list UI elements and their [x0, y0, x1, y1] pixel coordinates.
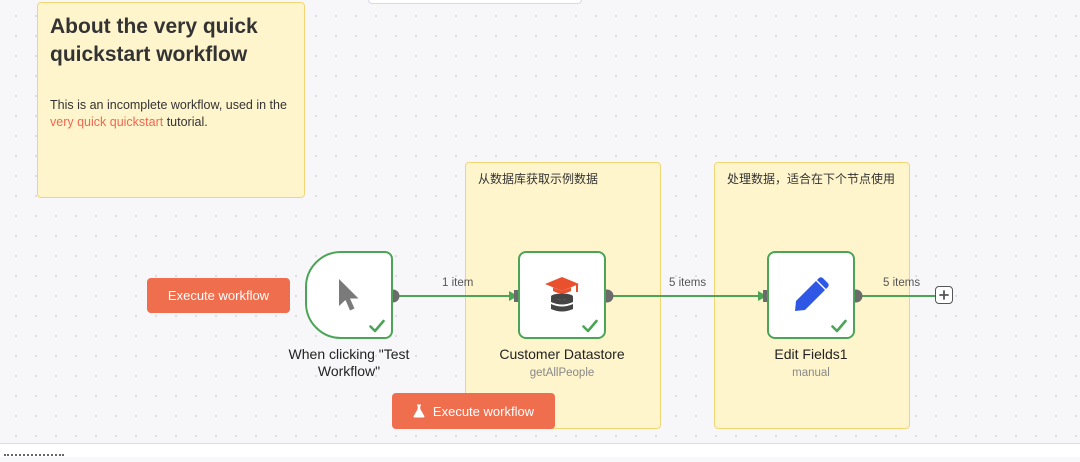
sticky-text-before: This is an incomplete workflow, used in … — [50, 98, 287, 112]
edge-label-2: 5 items — [669, 277, 707, 289]
bottom-panel — [0, 443, 1080, 457]
node-label-datastore: Customer Datastore — [499, 346, 625, 362]
sticky-note-about[interactable]: About the very quick quickstart workflow… — [37, 2, 305, 198]
node-subtitle-datastore: getAllPeople — [529, 367, 595, 379]
input-handle-edit — [763, 290, 768, 302]
input-handle-datastore — [514, 290, 519, 302]
sticky-note-text: This is an incomplete workflow, used in … — [50, 97, 292, 131]
sticky-note-edit-text: 处理数据，适合在下个节点使用 — [727, 172, 896, 186]
sticky-text-after: tutorial. — [163, 115, 208, 129]
sticky-note-datastore-text: 从数据库获取示例数据 — [478, 172, 599, 186]
bottom-panel-handle[interactable] — [4, 454, 64, 462]
edge-arrow-2 — [758, 291, 767, 301]
node-subtitle-edit: manual — [792, 367, 830, 379]
node-edit-fields[interactable] — [767, 251, 855, 339]
cursor-icon — [339, 279, 359, 311]
execute-workflow-button[interactable]: Execute workflow — [147, 278, 290, 313]
database-icon — [545, 277, 579, 312]
check-icon — [582, 319, 598, 333]
flask-icon — [413, 404, 425, 418]
edge-label-3: 5 items — [883, 277, 921, 289]
edge-label-1: 1 item — [442, 277, 474, 289]
node-customer-datastore[interactable] — [518, 251, 606, 339]
edge-arrow-1 — [509, 291, 518, 301]
node-label-edit: Edit Fields1 — [774, 346, 848, 362]
node-manual-trigger[interactable] — [305, 251, 393, 339]
node-label-trigger: When clicking "Test Workflow" — [288, 346, 410, 379]
pencil-icon — [795, 277, 829, 311]
check-icon — [369, 319, 385, 333]
check-icon — [831, 319, 847, 333]
plus-icon — [939, 290, 949, 300]
execute-workflow-button-bottom[interactable]: Execute workflow — [392, 393, 555, 429]
sticky-note-title: About the very quick quickstart workflow — [50, 15, 258, 66]
add-node-button[interactable] — [935, 286, 953, 304]
execute-workflow-label-bottom: Execute workflow — [432, 403, 535, 419]
execute-workflow-label: Execute workflow — [167, 288, 270, 303]
quickstart-link[interactable]: very quick quickstart — [50, 115, 164, 129]
